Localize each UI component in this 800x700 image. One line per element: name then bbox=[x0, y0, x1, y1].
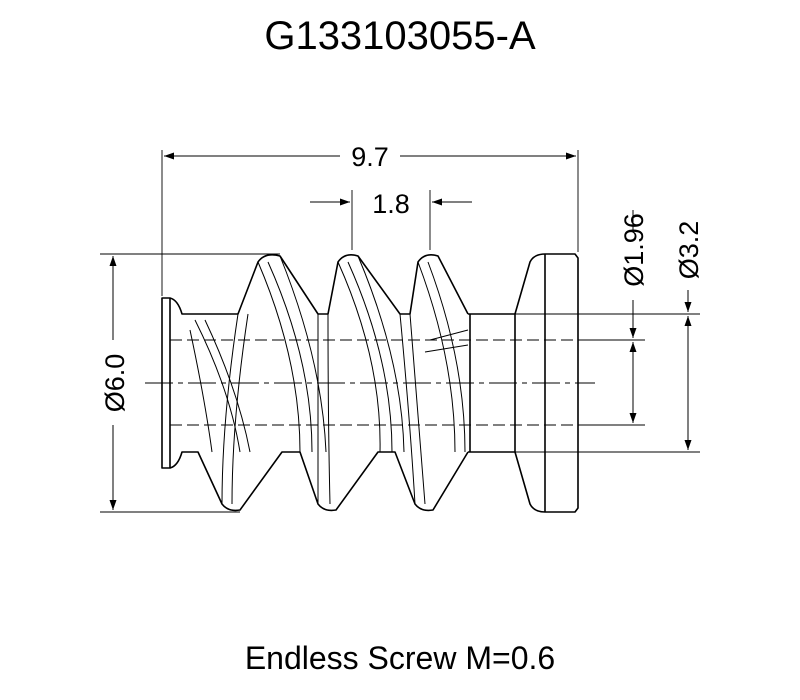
dim-bore-diameter-label: Ø1.96 bbox=[619, 213, 649, 287]
dim-outer-diameter-label: Ø6.0 bbox=[100, 354, 130, 413]
dim-pitch-label: 1.8 bbox=[372, 189, 410, 219]
dim-overall-length: 9.7 bbox=[164, 142, 576, 172]
part-caption: Endless Screw M=0.6 bbox=[244, 640, 556, 676]
dim-bore-diameter: Ø1.96 bbox=[619, 210, 649, 423]
dim-hub-diameter-label: Ø3.2 bbox=[674, 221, 704, 280]
dim-hub-diameter: Ø3.2 bbox=[674, 221, 704, 450]
dim-overall-length-label: 9.7 bbox=[351, 142, 389, 172]
dim-outer-diameter: Ø6.0 bbox=[100, 256, 130, 510]
thread-helix-lines bbox=[189, 255, 469, 505]
center-lines bbox=[145, 339, 640, 426]
part-number-title: G133103055-A bbox=[264, 14, 536, 58]
extension-lines bbox=[100, 150, 700, 513]
dim-pitch: 1.8 bbox=[310, 189, 472, 219]
